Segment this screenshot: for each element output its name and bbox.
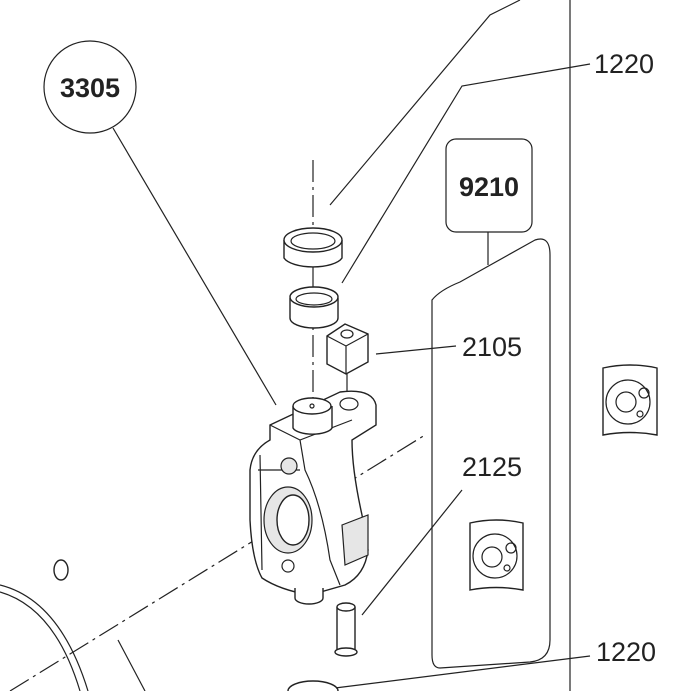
- insert-part: [326, 323, 369, 400]
- kit-outline: [431, 238, 551, 669]
- assembly-callout-label: 3305: [60, 73, 120, 103]
- pin-leader: [361, 489, 463, 616]
- pin-label: 2125: [462, 452, 522, 482]
- diagonal-axis: [9, 434, 426, 691]
- kit-callout-box: [445, 138, 533, 233]
- assembly-callout-circle: [43, 40, 137, 134]
- insert-leader: [375, 345, 457, 355]
- leader-top: [329, 0, 521, 206]
- wheel-hub-part: [0, 559, 146, 691]
- bearing-bottom-label: 1220: [596, 637, 656, 667]
- kit-callout-label: 9210: [459, 172, 519, 202]
- kit-icon-right: [602, 364, 658, 436]
- steering-knuckle-part: [249, 390, 377, 605]
- kit-icon-left: [469, 519, 524, 591]
- assembly-leader: [112, 127, 277, 406]
- bearing-top-label: 1220: [594, 49, 654, 79]
- bearing-bottom-part: [287, 680, 339, 691]
- bearing-top-part: [283, 227, 343, 268]
- pin-part: [334, 602, 358, 657]
- bushing-part: [289, 286, 339, 329]
- bearing-bottom-leader: [334, 655, 591, 689]
- bearing-top-leader: [341, 63, 591, 284]
- insert-label: 2105: [462, 332, 522, 362]
